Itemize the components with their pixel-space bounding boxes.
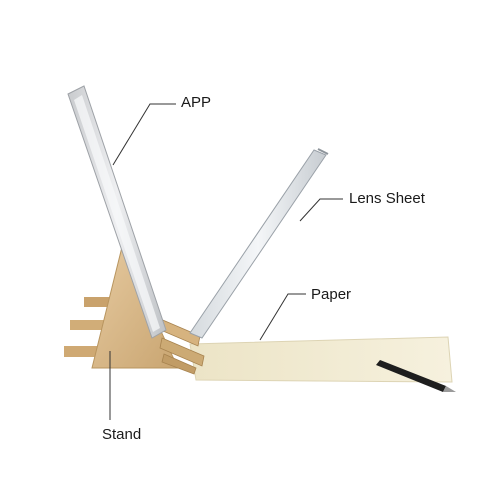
leader-line-paper [259, 293, 306, 341]
stand [64, 245, 205, 375]
stand-slot-piece-b [159, 337, 205, 367]
tablet-screen [74, 95, 160, 332]
tablet [67, 85, 167, 339]
lens-sheet-body [189, 149, 327, 339]
stand-slat-middle [70, 320, 132, 330]
leader-line-lens-sheet [299, 198, 343, 222]
lens-sheet [189, 148, 329, 339]
stand-slot-piece-c [161, 353, 197, 375]
leader-line-app [112, 103, 176, 166]
label-lens-sheet: Lens Sheet [349, 190, 425, 207]
pen-tip [443, 386, 456, 392]
lens-sheet-edge [317, 148, 329, 155]
pen [376, 360, 456, 392]
stand-slat-upper [84, 297, 114, 307]
pen-body [376, 360, 446, 392]
label-paper: Paper [311, 286, 352, 303]
label-app: APP [181, 94, 212, 111]
label-stand: Stand [102, 426, 142, 443]
